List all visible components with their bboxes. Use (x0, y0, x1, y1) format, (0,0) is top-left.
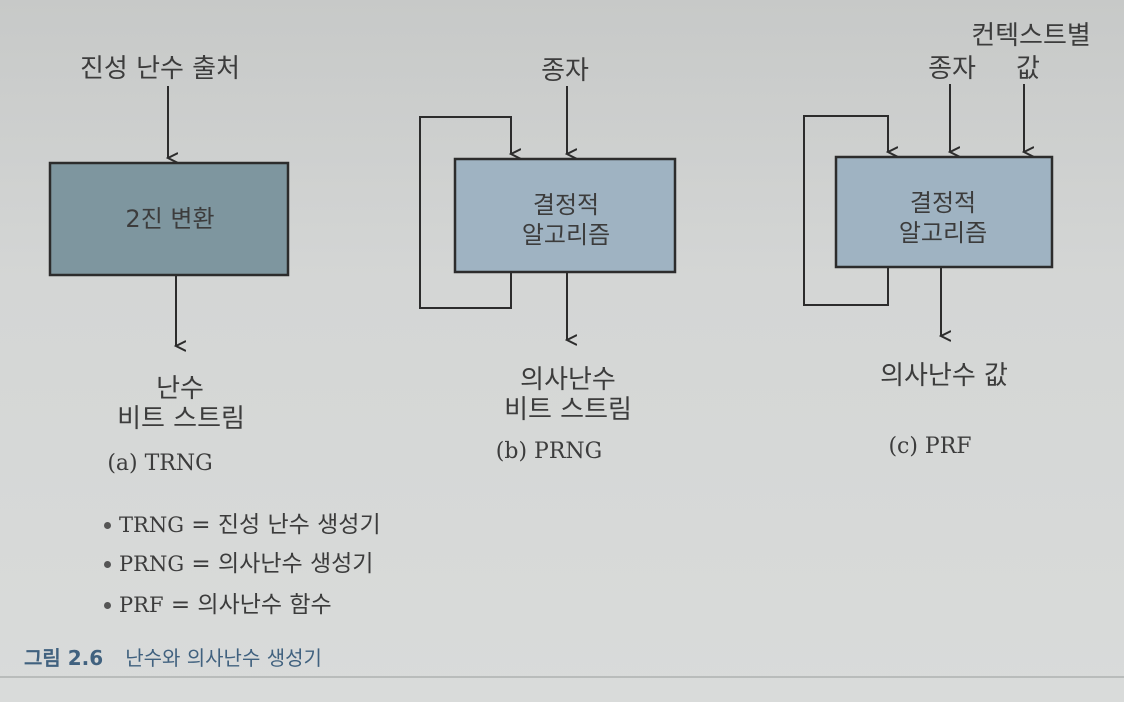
legend-text: 의사난수 함수 (197, 592, 332, 618)
panel-a-box (48, 161, 290, 277)
page-divider (0, 676, 1124, 678)
legend-abbr: TRNG (119, 513, 184, 537)
panel-b-diagram (419, 86, 677, 340)
panel-c-box-line2: 알고리즘 (898, 219, 988, 247)
legend-item-trng: TRNG = 진성 난수 생성기 (104, 505, 381, 539)
figure-caption: 그림 2.6 난수와 의사난수 생성기 (24, 642, 322, 671)
panel-c-seed-label: 종자 (928, 54, 976, 84)
legend-abbr: PRF (119, 593, 164, 617)
panel-c-context-line1: 컨텍스트별 (971, 21, 1091, 51)
legend-text: 의사난수 생성기 (218, 551, 374, 577)
panel-c-context-line2: 값 (1016, 54, 1040, 84)
figure-title: 난수와 의사난수 생성기 (125, 646, 322, 670)
panel-b-box-line2: 알고리즘 (521, 221, 611, 249)
panel-c-box (834, 155, 1054, 269)
legend-abbr: PRNG (119, 552, 185, 576)
panel-c-caption: (c) PRF (888, 434, 972, 459)
panel-c-box-line1: 결정적 (909, 189, 977, 217)
panel-a-diagram (48, 86, 290, 346)
legend-item-prf: PRF = 의사난수 함수 (104, 585, 332, 619)
panel-b-output-line2: 비트 스트림 (504, 395, 632, 425)
panel-b-feedback-loop (419, 116, 511, 309)
panel-b-box-line1: 결정적 (532, 191, 600, 219)
panel-c-output-label: 의사난수 값 (880, 361, 1008, 391)
legend-text: 진성 난수 생성기 (217, 512, 381, 538)
panel-a-output-line2: 비트 스트림 (117, 404, 245, 434)
legend-sep: = (184, 551, 218, 577)
bullet-icon (104, 602, 111, 609)
panel-a-box-label: 2진 변환 (125, 205, 215, 233)
figure-number: 그림 2.6 (24, 646, 104, 670)
panel-b-output-line1: 의사난수 (520, 365, 616, 395)
legend-sep: = (163, 592, 198, 618)
panel-b-box (453, 157, 677, 274)
panel-b-caption: (b) PRNG (495, 439, 603, 464)
panel-a-input-label: 진성 난수 출처 (79, 54, 241, 84)
panel-b-seed-label: 종자 (541, 56, 589, 86)
panel-a-caption: (a) TRNG (107, 451, 213, 476)
legend-sep: = (183, 512, 218, 538)
panel-c-feedback-loop (803, 115, 888, 306)
panel-c-diagram (803, 84, 1054, 336)
legend-item-prng: PRNG = 의사난수 생성기 (104, 544, 373, 578)
panel-a-output-line1: 난수 (156, 374, 204, 404)
bullet-icon (104, 522, 111, 529)
bullet-icon (104, 561, 111, 568)
